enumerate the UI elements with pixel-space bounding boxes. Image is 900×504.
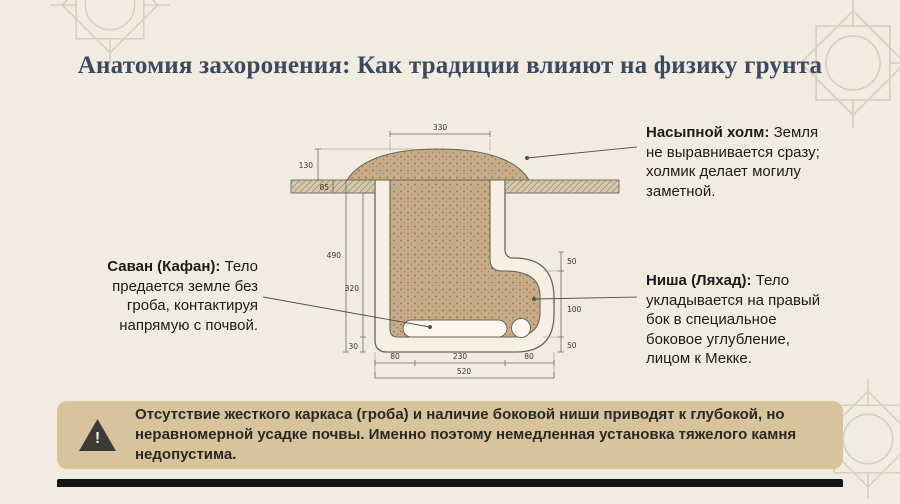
warning-triangle-icon: ! bbox=[79, 419, 116, 451]
ground-band-right bbox=[504, 179, 620, 194]
annotation-mound: Насыпной холм: Земля не выравнивается ср… bbox=[646, 123, 826, 201]
dim-top-width: 330 bbox=[433, 123, 448, 132]
dim-shaft-depth: 320 bbox=[345, 284, 360, 293]
warning-exclamation: ! bbox=[94, 430, 101, 447]
dim-ground-thickness: 85 bbox=[319, 183, 329, 192]
warning-text: Отсутствие жесткого каркаса (гроба) и на… bbox=[135, 405, 797, 464]
page-title: Анатомия захоронения: Как традиции влияю… bbox=[77, 52, 823, 79]
dim-bottom-middle: 230 bbox=[453, 352, 468, 361]
grave-cavity-soil bbox=[389, 180, 541, 338]
dim-total-width: 520 bbox=[457, 367, 472, 376]
annotation-mound-body: Земля не выравнивается сразу; холмик дел… bbox=[646, 124, 820, 200]
annotation-shroud-body: Тело предается земле без гроба, контакти… bbox=[112, 258, 258, 334]
annotation-shroud: Саван (Кафан): Тело предается земле без … bbox=[93, 257, 258, 335]
annotation-niche: Ниша (Ляхад): Тело укладывается на правы… bbox=[646, 271, 832, 369]
annotation-niche-body: Тело укладывается на правый бок в специа… bbox=[646, 272, 821, 367]
dim-bottom-left: 80 bbox=[390, 352, 400, 361]
grave-outer-wall bbox=[374, 180, 555, 353]
leader-lines bbox=[262, 146, 638, 329]
dim-mound-height: 130 bbox=[299, 161, 314, 170]
dim-total-depth: 490 bbox=[327, 251, 342, 260]
ground-band-left bbox=[290, 179, 376, 194]
dim-niche-lower: 50 bbox=[567, 341, 577, 350]
annotation-shroud-heading: Саван (Кафан): bbox=[107, 258, 221, 275]
annotation-niche-heading: Ниша (Ляхад): bbox=[646, 272, 752, 289]
shrouded-body bbox=[402, 318, 531, 338]
infographic-canvas: { "page": { "title": "Анатомия захоронен… bbox=[50, 0, 900, 499]
burial-mound bbox=[345, 148, 530, 181]
bottom-bar bbox=[57, 479, 843, 487]
dim-bottom-right: 80 bbox=[524, 352, 534, 361]
dimension-annotations: 330 130 85 490 320 30 50 100 50 80 230 8… bbox=[299, 123, 582, 379]
dim-floor-offset: 30 bbox=[348, 342, 358, 351]
annotation-mound-heading: Насыпной холм: bbox=[646, 124, 770, 141]
warning-banner: ! Отсутствие жесткого каркаса (гроба) и … bbox=[57, 401, 843, 469]
dim-niche-height: 100 bbox=[567, 305, 582, 314]
dim-niche-upper: 50 bbox=[567, 257, 577, 266]
